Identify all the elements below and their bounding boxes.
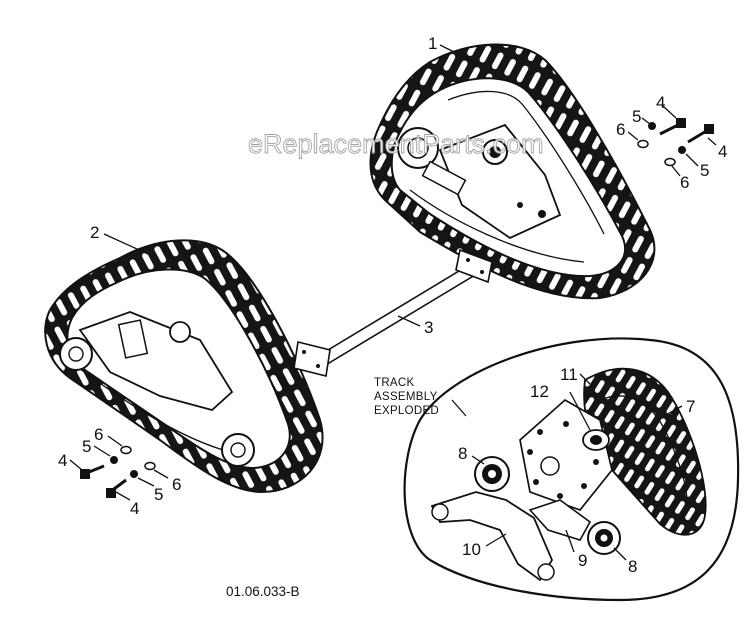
drawing-code: 01.06.033-B [226, 584, 300, 599]
exploded-studs [527, 421, 599, 499]
hardware-group-left [80, 445, 156, 498]
part-number-7: 7 [686, 397, 695, 416]
part-number-4: 4 [656, 93, 665, 112]
part-labels: 1 2 3 4 5 6 4 5 6 4 5 6 4 5 6 7 8 8 9 10… [58, 34, 727, 576]
part-number-8: 8 [628, 557, 637, 576]
part-number-10: 10 [462, 540, 481, 559]
axle-end-plate-right [455, 248, 493, 284]
part-number-6: 6 [172, 475, 181, 494]
part-number-11: 11 [560, 365, 578, 384]
part-number-6: 6 [680, 173, 689, 192]
part-number-6: 6 [94, 425, 103, 444]
part-number-4: 4 [718, 142, 727, 161]
part-number-2: 2 [90, 223, 99, 242]
part-number-5: 5 [632, 107, 641, 126]
part-number-5: 5 [700, 161, 709, 180]
track-left-frame-body [78, 311, 234, 411]
callout-line-1: TRACK [374, 377, 415, 389]
callout-line-3: EXPLODED [374, 405, 439, 417]
watermark-text: eReplacementParts.com [248, 129, 544, 159]
leader-lines [69, 44, 717, 561]
axle-bar [293, 248, 493, 377]
part-number-12: 12 [530, 382, 549, 401]
track-left-hub [169, 321, 191, 343]
callout-line-2: ASSEMBLY [374, 391, 438, 403]
exploded-wheel-lower-8 [587, 521, 621, 555]
exploded-callout: TRACK ASSEMBLY EXPLODED [374, 377, 439, 417]
part-number-8: 8 [458, 444, 467, 463]
exploded-wheel-upper-8 [474, 456, 510, 492]
exploded-view-outline [403, 337, 740, 602]
part-number-1: 1 [428, 34, 437, 53]
track-assembly-right [369, 43, 656, 300]
part-number-4: 4 [58, 451, 67, 470]
track-right-plate [438, 123, 562, 240]
exploded-idler-12 [582, 429, 610, 451]
part-number-9: 9 [578, 551, 587, 570]
exploded-bracket-9 [528, 499, 592, 541]
exploded-arm-10 [430, 491, 554, 582]
part-number-4: 4 [130, 499, 139, 518]
track-assembly-left [44, 239, 324, 494]
part-number-5: 5 [82, 437, 91, 456]
part-number-3: 3 [424, 318, 433, 337]
hardware-group-right [637, 118, 714, 167]
part-number-5: 5 [154, 485, 163, 504]
part-number-6: 6 [616, 120, 625, 139]
